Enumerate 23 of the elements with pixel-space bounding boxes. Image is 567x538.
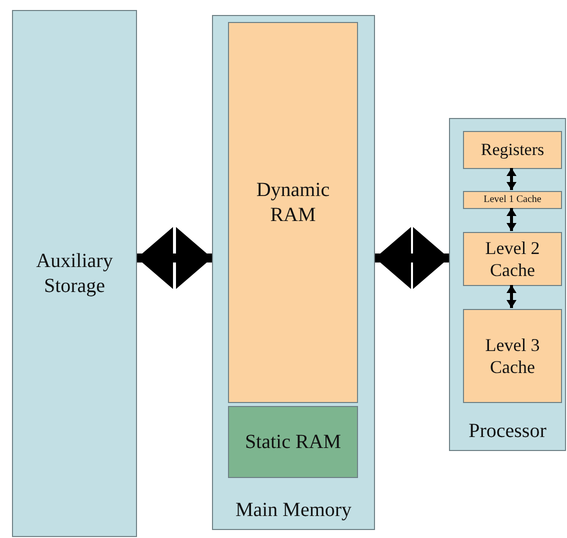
double-arrow bbox=[137, 227, 212, 289]
cache-block bbox=[463, 191, 562, 209]
storage-panel bbox=[12, 10, 137, 537]
box-label: Level 1 Cache bbox=[484, 194, 542, 206]
processor-panel bbox=[449, 118, 566, 451]
memory-block bbox=[228, 406, 358, 478]
box-label: Registers bbox=[480, 139, 544, 161]
double-arrow bbox=[506, 168, 516, 190]
box-label: Auxiliary Storage bbox=[35, 248, 114, 298]
box-label: Dynamic RAM bbox=[255, 178, 331, 228]
box-label: Static RAM bbox=[244, 430, 342, 454]
double-arrow bbox=[506, 285, 516, 308]
cache-block bbox=[463, 309, 562, 403]
memory-block bbox=[228, 22, 358, 403]
box-label: Processor bbox=[468, 419, 546, 444]
box-label: Level 2 Cache bbox=[484, 236, 541, 282]
double-arrow bbox=[375, 227, 449, 289]
cache-block bbox=[463, 131, 562, 169]
box-label: Level 3 Cache bbox=[484, 334, 541, 378]
box-label: Main Memory bbox=[235, 498, 352, 523]
cache-block bbox=[463, 232, 562, 286]
memory-panel bbox=[212, 15, 375, 530]
double-arrow bbox=[506, 208, 516, 231]
